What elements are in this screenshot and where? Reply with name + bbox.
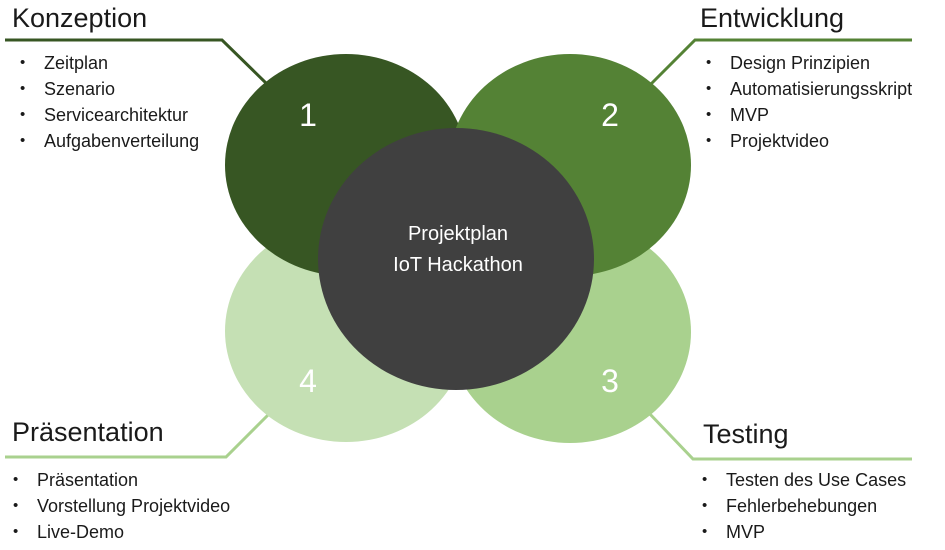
list-item: Design Prinzipien bbox=[700, 50, 912, 76]
list-item: Live-Demo bbox=[7, 519, 230, 545]
list-item: Projektvideo bbox=[700, 128, 912, 154]
heading-entwicklung: Entwicklung bbox=[700, 3, 845, 33]
center-title-line-1: Projektplan bbox=[408, 223, 508, 245]
list-item: Fehlerbehebungen bbox=[696, 493, 906, 519]
list-item: Testen des Use Cases bbox=[696, 467, 906, 493]
connector-entwicklung bbox=[646, 38, 912, 89]
list-item: Automatisierungsskript bbox=[700, 76, 912, 102]
list-entwicklung: Design Prinzipien Automatisierungsskript… bbox=[700, 50, 912, 154]
heading-testing: Testing bbox=[703, 419, 789, 449]
connector-praesentation bbox=[5, 411, 272, 459]
list-praesentation: Präsentation Vorstellung Projektvideo Li… bbox=[7, 467, 230, 545]
list-item: Vorstellung Projektvideo bbox=[7, 493, 230, 519]
list-testing: Testen des Use Cases Fehlerbehebungen MV… bbox=[696, 467, 906, 545]
phase-number-3: 3 bbox=[601, 363, 619, 399]
phase-number-1: 1 bbox=[299, 97, 317, 133]
center-circle bbox=[318, 128, 594, 390]
center-title-line-2: IoT Hackathon bbox=[393, 254, 523, 276]
list-item: Zeitplan bbox=[14, 50, 199, 76]
heading-konzeption: Konzeption bbox=[12, 3, 148, 33]
connector-konzeption bbox=[5, 38, 270, 87]
phase-number-2: 2 bbox=[601, 97, 619, 133]
phase-number-4: 4 bbox=[299, 363, 317, 399]
list-item: MVP bbox=[696, 519, 906, 545]
list-item: Szenario bbox=[14, 76, 199, 102]
list-item: MVP bbox=[700, 102, 912, 128]
list-konzeption: Zeitplan Szenario Servicearchitektur Auf… bbox=[14, 50, 199, 154]
list-item: Servicearchitektur bbox=[14, 102, 199, 128]
heading-praesentation: Präsentation bbox=[12, 417, 164, 447]
connector-testing bbox=[646, 410, 912, 461]
list-item: Präsentation bbox=[7, 467, 230, 493]
list-item: Aufgabenverteilung bbox=[14, 128, 199, 154]
